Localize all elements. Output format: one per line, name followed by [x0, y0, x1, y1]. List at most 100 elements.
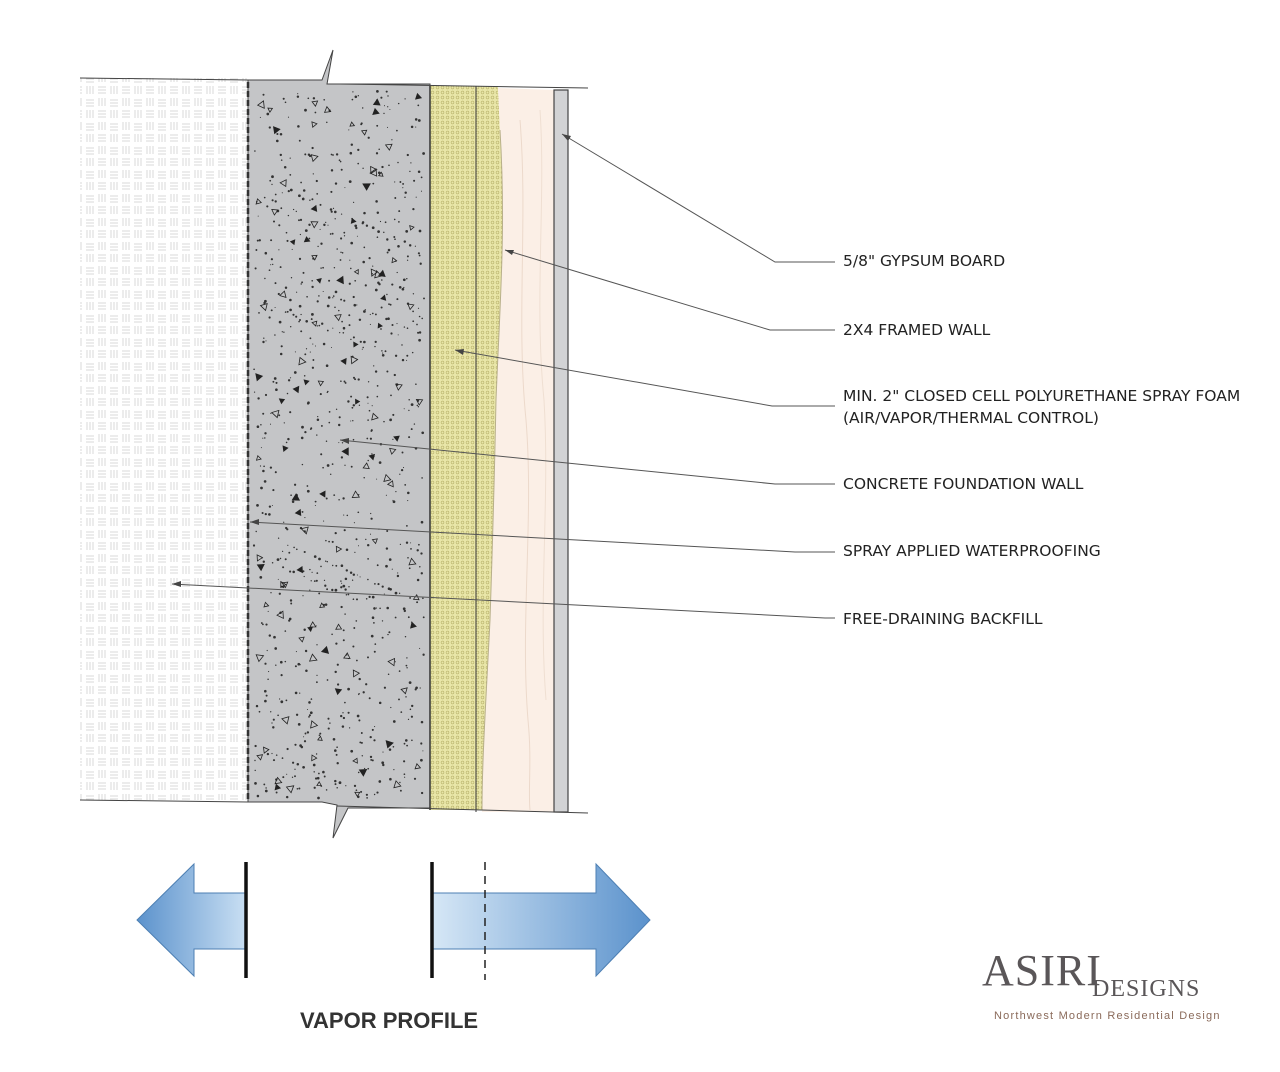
aggregate-speck: [353, 303, 357, 307]
aggregate-speck: [386, 126, 389, 128]
aggregate-speck: [359, 340, 362, 343]
aggregate-speck: [271, 722, 273, 724]
aggregate-speck: [262, 340, 265, 344]
aggregate-speck: [343, 380, 346, 383]
aggregate-speck: [409, 708, 412, 711]
aggregate-speck: [261, 511, 264, 515]
aggregate-speck: [350, 241, 354, 245]
aggregate-speck: [289, 411, 292, 414]
aggregate-speck: [419, 647, 421, 649]
aggregate-speck: [309, 568, 311, 571]
aggregate-speck: [306, 485, 309, 487]
aggregate-speck: [356, 659, 358, 662]
aggregate-speck: [264, 789, 268, 793]
aggregate-speck: [401, 287, 405, 291]
aggregate-speck: [309, 199, 311, 202]
aggregate-speck: [342, 326, 346, 330]
aggregate-speck: [374, 726, 376, 728]
aggregate-stone: [303, 236, 311, 243]
aggregate-speck: [374, 340, 377, 344]
aggregate-speck: [365, 224, 369, 227]
aggregate-stone: [255, 654, 265, 663]
aggregate-speck: [342, 584, 346, 588]
aggregate-speck: [392, 720, 396, 723]
aggregate-speck: [313, 771, 315, 773]
aggregate-speck: [293, 546, 295, 549]
aggregate-speck: [336, 683, 340, 686]
aggregate-stone: [387, 657, 396, 667]
aggregate-stone: [317, 380, 325, 387]
aggregate-stone: [311, 100, 319, 107]
aggregate-speck: [412, 293, 415, 295]
framed-wall-layer: [481, 88, 554, 812]
aggregate-speck: [279, 698, 281, 700]
aggregate-speck: [255, 530, 257, 533]
aggregate-speck: [326, 464, 330, 467]
aggregate-speck: [361, 107, 364, 109]
aggregate-speck: [408, 409, 410, 412]
aggregate-speck: [404, 635, 407, 638]
aggregate-speck: [327, 296, 331, 299]
aggregate-speck: [352, 573, 356, 576]
aggregate-speck: [348, 727, 351, 729]
aggregate-speck: [285, 795, 289, 799]
aggregate-speck: [329, 473, 332, 476]
aggregate-speck: [327, 727, 330, 730]
aggregate-speck: [408, 244, 412, 247]
aggregate-speck: [376, 791, 379, 794]
aggregate-speck: [279, 352, 283, 356]
aggregate-speck: [344, 577, 348, 581]
aggregate-speck: [409, 596, 412, 599]
aggregate-speck: [291, 761, 295, 764]
aggregate-speck: [330, 190, 333, 193]
aggregate-stone: [350, 217, 357, 224]
aggregate-stone: [271, 409, 280, 419]
aggregate-speck: [332, 297, 334, 299]
aggregate-speck: [405, 524, 408, 527]
aggregate-speck: [406, 744, 408, 747]
aggregate-speck: [388, 164, 390, 167]
aggregate-speck: [358, 692, 360, 695]
aggregate-speck: [300, 181, 302, 184]
aggregate-stone: [335, 623, 343, 630]
aggregate-stone: [259, 303, 268, 312]
aggregate-speck: [323, 579, 326, 582]
aggregate-stone: [336, 275, 344, 285]
aggregate-stone: [368, 453, 376, 461]
aggregate-speck: [363, 246, 366, 249]
aggregate-speck: [404, 484, 407, 486]
aggregate-speck: [357, 378, 360, 381]
gypsum-layer: [553, 89, 569, 813]
aggregate-speck: [374, 370, 378, 373]
aggregate-speck: [289, 174, 292, 176]
aggregate-speck: [345, 594, 348, 596]
aggregate-stone: [272, 126, 281, 135]
label-concrete-wall: CONCRETE FOUNDATION WALL: [843, 475, 1084, 493]
aggregate-speck: [262, 412, 265, 415]
aggregate-speck: [318, 772, 320, 775]
aggregate-speck: [314, 345, 317, 347]
aggregate-speck: [373, 622, 375, 624]
aggregate-speck: [327, 717, 330, 720]
aggregate-speck: [354, 224, 358, 228]
aggregate-speck: [417, 406, 420, 408]
aggregate-stone: [320, 645, 330, 654]
aggregate-speck: [260, 447, 262, 449]
aggregate-speck: [397, 572, 399, 574]
aggregate-speck: [280, 159, 283, 161]
aggregate-speck: [294, 665, 297, 668]
aggregate-stone: [385, 740, 394, 749]
aggregate-stone: [310, 154, 319, 163]
aggregate-speck: [360, 741, 363, 744]
aggregate-speck: [341, 442, 344, 444]
aggregate-speck: [355, 598, 359, 601]
aggregate-speck: [400, 468, 404, 472]
aggregate-speck: [334, 290, 338, 294]
aggregate-speck: [326, 329, 329, 332]
aggregate-speck: [299, 233, 302, 236]
aggregate-speck: [405, 230, 409, 233]
aggregate-speck: [303, 550, 306, 554]
aggregate-speck: [388, 631, 391, 634]
aggregate-speck: [303, 740, 307, 743]
